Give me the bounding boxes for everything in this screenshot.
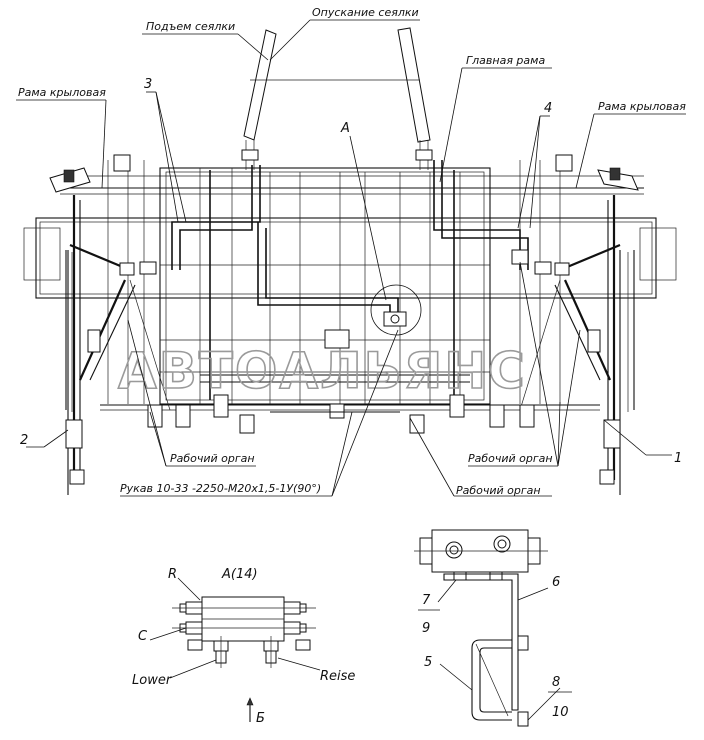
label-wing-frame-left: Рама крыловая [18,86,106,99]
callout-4: 4 [544,101,552,116]
bracket-callout-10: 10 [552,705,569,720]
port-c-label: C [138,629,148,644]
port-reise-label: Reise [320,669,355,684]
callout-a: A [340,121,350,136]
lift-mast [241,27,433,170]
watermark-text: АВТОАЛЬЯНС [118,342,527,400]
detail-a-view [149,577,321,722]
bracket-callout-6: 6 [552,575,560,590]
callout-1: 1 [674,451,682,466]
right-wing-assembly [511,154,639,495]
label-working-organ-right-2: Рабочий орган [456,484,541,497]
bracket-callout-8: 8 [552,675,560,690]
label-wing-frame-right: Рама крыловая [598,100,686,113]
bracket-detail [414,529,561,727]
label-working-organ-left: Рабочий орган [170,452,255,465]
label-main-frame: Главная рама [466,54,545,67]
callout-3: 3 [144,77,152,92]
working-organs [147,394,535,434]
label-working-organ-right-1: Рабочий орган [468,452,553,465]
detail-a-title: A(14) [221,567,258,582]
left-wing-assembly [49,154,171,495]
port-lower-label: Lower [132,673,173,688]
central-valve [324,311,407,419]
view-b-label: Б [256,711,265,726]
bracket-callout-9: 9 [422,621,430,636]
label-hose: Рукав 10-33 -2250-М20х1,5-1У(90°) [120,482,321,495]
bracket-callout-7: 7 [422,593,431,608]
label-lift: Подъем сеялки [146,20,235,33]
leader-lines [16,19,686,497]
bracket-callout-5: 5 [424,655,432,670]
label-lower: Опускание сеялки [312,6,419,19]
callout-2: 2 [20,433,28,448]
detail-a-circle [370,284,422,336]
main-frame [23,160,677,412]
port-r-label: R [168,567,177,582]
